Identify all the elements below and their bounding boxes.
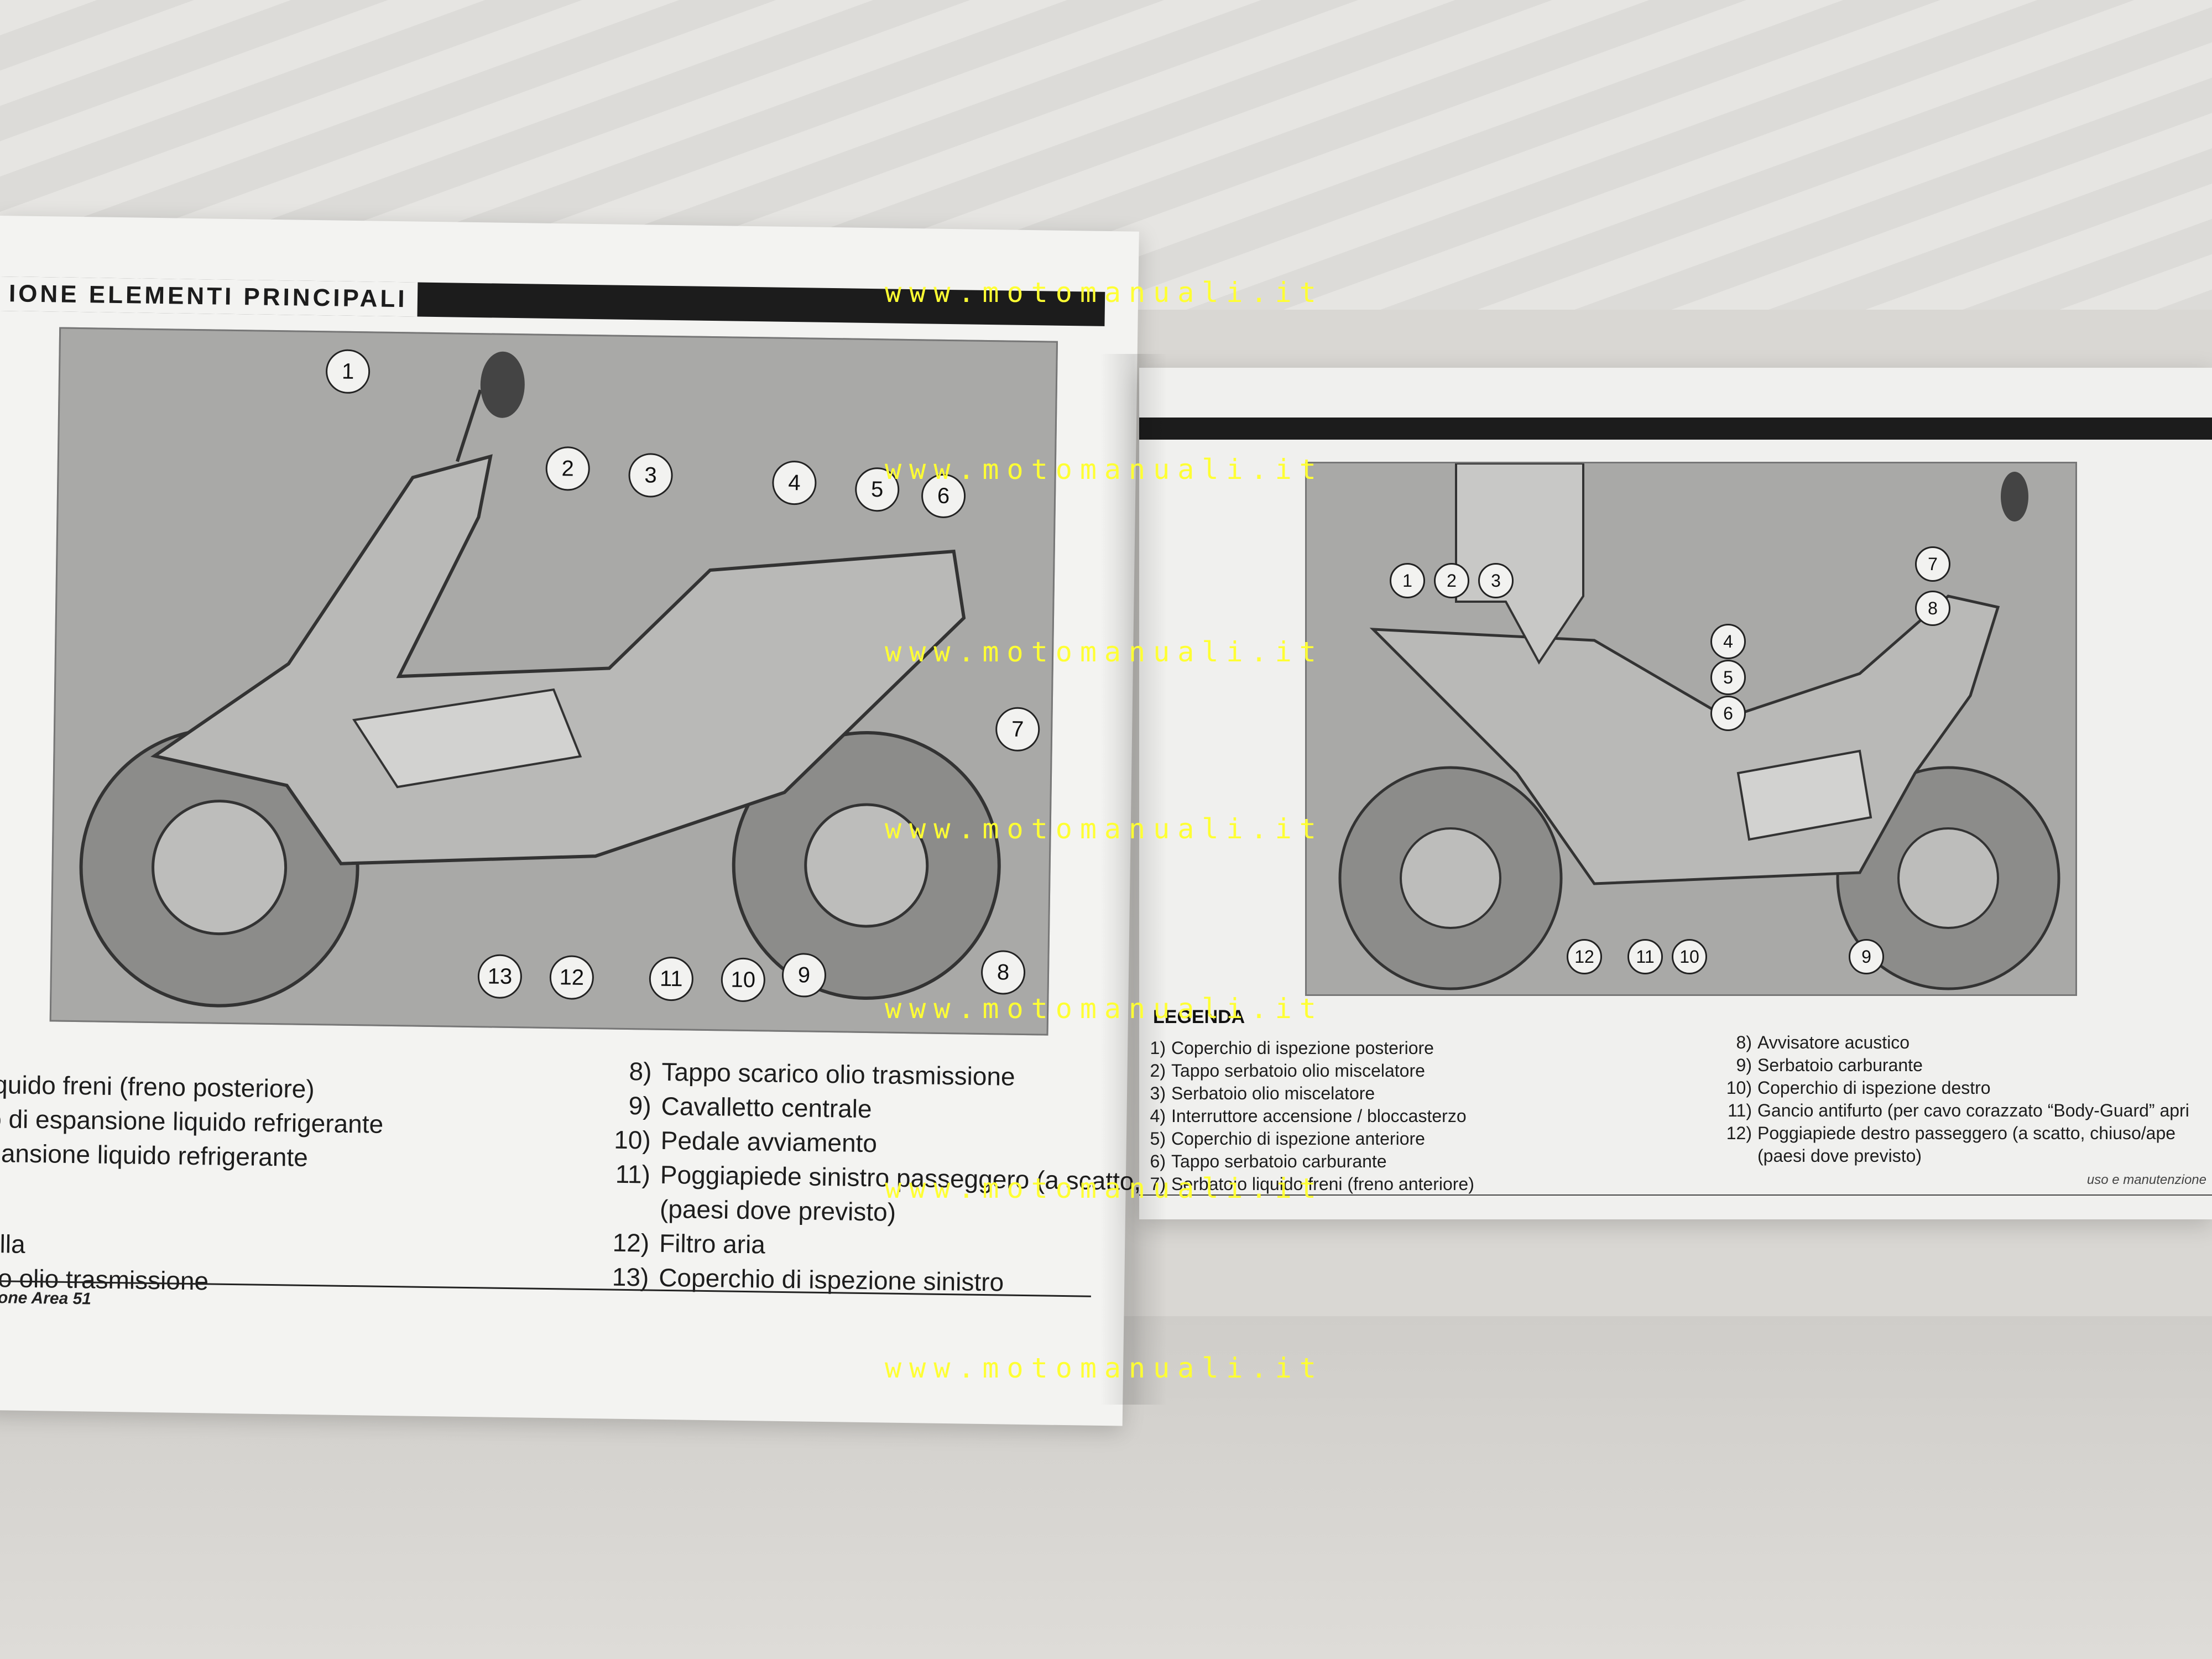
legend-fragment: ella xyxy=(0,1229,26,1259)
legend-item: 9)Serbatoio carburante xyxy=(1736,1055,1923,1075)
legend-item: 8)Avvisatore acustico xyxy=(1736,1032,1910,1052)
legend-title: LEGENDA xyxy=(1153,1006,1245,1027)
legend-fragments: iquido freni (freno posteriore) o di esp… xyxy=(0,1067,384,1301)
legend-column-2: 8)Avvisatore acustico 9)Serbatoio carbur… xyxy=(1725,1031,2189,1167)
watermark: www.motomanuali.it xyxy=(885,636,1324,668)
page-footer: uso e manutenzione xyxy=(2086,1172,2206,1187)
callout-5: 5 xyxy=(1710,660,1746,695)
watermark: www.motomanuali.it xyxy=(885,1172,1324,1204)
legend-item: 12)Poggiapiede destro passeggero (a scat… xyxy=(1726,1123,2176,1143)
legend-fragment: li xyxy=(0,1170,383,1210)
legend-fragment: pansione liquido refrigerante xyxy=(0,1138,309,1172)
legend-item: 2)Tappo serbatoio olio miscelatore xyxy=(1150,1061,1425,1081)
legend-item: 4)Interruttore accensione / bloccasterzo xyxy=(1150,1106,1467,1126)
callout-12: 12 xyxy=(1567,939,1602,974)
left-page: IONE ELEMENTI PRINCIPALI 1 2 3 4 5 6 7 8… xyxy=(0,216,1287,1426)
watermark: www.motomanuali.it xyxy=(885,276,1324,309)
callout-1: 1 xyxy=(1390,563,1425,598)
watermark: www.motomanuali.it xyxy=(885,993,1324,1025)
callout-10: 10 xyxy=(1672,939,1707,974)
callout-7: 7 xyxy=(1915,546,1950,582)
callout-3: 3 xyxy=(1478,563,1514,598)
callout-6: 6 xyxy=(1710,696,1746,731)
legend-item: 11)Gancio antifurto (per cavo corazzato … xyxy=(1728,1100,2189,1120)
scooter-right-view-figure: 1 2 3 4 5 6 7 8 9 10 11 12 xyxy=(1305,462,2077,996)
watermark: www.motomanuali.it xyxy=(885,813,1324,845)
legend-column-1: 1)Coperchio di ispezione posteriore 2)Ta… xyxy=(1139,1037,1474,1196)
callout-9: 9 xyxy=(1849,939,1884,974)
legend-item: 1)Coperchio di ispezione posteriore xyxy=(1150,1038,1434,1058)
watermark: www.motomanuali.it xyxy=(885,1352,1324,1384)
legend-item: (paesi dove previsto) xyxy=(1757,1146,1922,1166)
scooter-left-view-figure: 1 2 3 4 5 6 7 8 9 10 11 12 13 xyxy=(49,327,1058,1036)
page-footer: zione Area 51 xyxy=(0,1288,92,1308)
right-page: 1 2 3 4 5 6 7 8 9 10 11 12 LEGENDA 1)Cop… xyxy=(1139,368,2212,1219)
callout-11: 11 xyxy=(1627,939,1663,974)
callout-2: 2 xyxy=(1434,563,1469,598)
scooter-right-illustration xyxy=(1338,463,2060,990)
section-header-bar xyxy=(1139,418,2212,440)
watermark: www.motomanuali.it xyxy=(885,453,1324,486)
section-title: IONE ELEMENTI PRINCIPALI xyxy=(0,276,418,317)
callout-8: 8 xyxy=(1915,591,1950,626)
scooter-left-illustration xyxy=(79,351,1001,1008)
footer-rule xyxy=(1139,1194,2212,1196)
book-gutter-shadow xyxy=(1100,354,1167,1405)
legend-item: 3)Serbatoio olio miscelatore xyxy=(1150,1083,1375,1103)
legend-item: 5)Coperchio di ispezione anteriore xyxy=(1150,1129,1425,1149)
legend-fragment: iquido freni (freno posteriore) xyxy=(0,1070,315,1104)
legend-item: 10)Coperchio di ispezione destro xyxy=(1726,1078,1991,1098)
legend-item: 6)Tappo serbatoio carburante xyxy=(1150,1151,1387,1171)
legend-item: 7)Serbatoio liquido freni (freno anterio… xyxy=(1150,1174,1474,1194)
legend-fragment: o di espansione liquido refrigerante xyxy=(0,1104,384,1139)
callout-4: 4 xyxy=(1710,624,1746,659)
